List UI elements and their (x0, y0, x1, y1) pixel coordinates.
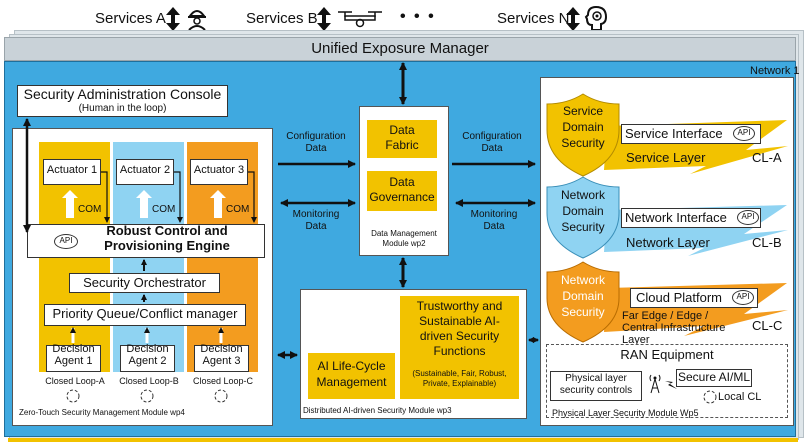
secure-ai-label: Secure AI/ML (677, 370, 751, 384)
lightning-icon (665, 381, 677, 389)
drone-icon (338, 11, 382, 28)
decision-agent-3 (194, 345, 249, 372)
cl-c-label: CL-C (752, 318, 783, 333)
decision-agent-1-label: Decision Agent 1 (52, 343, 95, 367)
service-interface-label: Service Interface (625, 126, 723, 141)
api-icon (733, 126, 755, 141)
network-area-stripe (8, 438, 798, 442)
com-arrow-3 (210, 190, 226, 218)
api-icon (732, 290, 754, 305)
actuator-1 (43, 159, 101, 185)
api-icon-label: API (741, 212, 755, 221)
network-interface-label: Network Interface (625, 210, 727, 225)
monitoring-data-left: Monitoring Data (292, 209, 340, 232)
com-label-3: COM (226, 204, 250, 215)
infrastructure-layer-label: Far Edge / Edge / Central Infrastructure… (622, 310, 726, 346)
com-label-1: COM (78, 204, 102, 215)
api-icon-label: API (737, 128, 751, 137)
com-arrow-2 (136, 190, 152, 218)
loop-icon-a (66, 389, 80, 403)
api-icon-label: API (59, 236, 73, 245)
security-orchestrator (69, 273, 220, 293)
decision-agent-2 (120, 345, 175, 372)
security-orchestrator-label: Security Orchestrator (83, 275, 206, 290)
distributed-module-label: Distributed AI-driven Security Module wp… (303, 406, 452, 415)
ai-lifecycle-label: AI Life-Cycle Management (316, 359, 387, 389)
decision-agent-3-label: Decision Agent 3 (200, 343, 243, 367)
loop-icon-c (214, 389, 228, 403)
services-b-label: Services B (246, 10, 318, 27)
cl-b-label: CL-B (752, 235, 782, 250)
phy-controls-box (550, 371, 642, 401)
trustworthy-title: Trustworthy and Sustainable AI-driven Se… (416, 299, 503, 358)
shield-service (546, 93, 620, 177)
trustworthy-subtitle: (Sustainable, Fair, Robust, Private, Exp… (412, 369, 507, 388)
exposure-manager-title: Unified Exposure Manager (311, 40, 489, 57)
data-management-module-label: Data Management Module wp2 (371, 229, 437, 248)
bidirectional-arrow-icon (566, 7, 580, 31)
priority-queue-label: Priority Queue/Conflict manager (52, 306, 238, 321)
admin-console-subtitle: (Human in the loop) (78, 103, 167, 114)
worker-icon (188, 10, 206, 30)
api-icon (737, 210, 759, 225)
actuator-3-label: Actuator 3 (193, 164, 245, 176)
secure-ai-box (676, 369, 752, 387)
closed-loop-a-label: Closed Loop-A (45, 376, 105, 386)
services-n-label: Services N (497, 10, 570, 27)
phy-module-label: Physical Layer Security Module Wp5 (552, 408, 699, 418)
ai-head-icon (584, 5, 608, 31)
actuator-3 (190, 159, 248, 185)
monitoring-data-right: Monitoring Data (470, 209, 518, 232)
actuator-1-label: Actuator 1 (46, 164, 98, 176)
decision-agent-1 (46, 345, 101, 372)
decision-agent-2-label: Decision Agent 2 (126, 343, 169, 367)
com-arrow-1 (62, 190, 78, 218)
actuator-2-label: Actuator 2 (119, 164, 171, 176)
shield-infra-label: Network Domain Security (560, 273, 605, 319)
api-icon-label: API (736, 292, 750, 301)
admin-console-title: Security Administration Console (23, 86, 222, 102)
data-governance (367, 171, 437, 211)
com-label-2: COM (152, 204, 176, 215)
network-interface-box (621, 208, 761, 228)
data-governance-label: Data Governance (369, 175, 435, 204)
bidirectional-arrow-icon (166, 7, 180, 31)
config-data-left: Configuration Data (286, 131, 346, 154)
ai-lifecycle-box (308, 353, 395, 399)
services-a-label: Services A (95, 10, 166, 27)
phy-controls-label: Physical layer security controls (559, 373, 633, 396)
config-data-right: Configuration Data (462, 131, 522, 154)
api-icon (54, 234, 78, 249)
exposure-manager-banner (4, 37, 796, 61)
data-fabric (367, 120, 437, 158)
shield-network (546, 176, 620, 259)
actuator-2 (116, 159, 174, 185)
closed-loop-b-label: Closed Loop-B (119, 376, 179, 386)
admin-console (17, 85, 228, 117)
shield-infra (546, 261, 620, 343)
control-engine-label: Robust Control and Provisioning Engine (104, 223, 230, 253)
local-cl-label: Local CL (718, 391, 762, 403)
antenna-icon (649, 374, 661, 394)
shield-network-label: Network Domain Security (560, 188, 605, 234)
bidirectional-arrow-icon (317, 7, 331, 31)
priority-queue (44, 304, 246, 326)
cloud-platform-label: Cloud Platform (636, 290, 722, 305)
services-dots: • • • (400, 8, 436, 25)
data-fabric-label: Data Fabric (385, 123, 419, 152)
closed-loop-c-label: Closed Loop-C (192, 376, 254, 386)
service-layer-label: Service Layer (626, 150, 706, 165)
network-layer-label: Network Layer (626, 235, 710, 250)
loop-icon-b (140, 389, 154, 403)
zero-touch-module-label: Zero-Touch Security Management Module wp… (19, 408, 185, 417)
service-interface-box (621, 124, 761, 144)
loop-icon-local (703, 390, 717, 404)
shield-service-label: Service Domain Security (561, 104, 605, 150)
cl-a-label: CL-A (752, 150, 782, 165)
network-label: Network 1 (750, 65, 800, 77)
ran-equipment-title: RAN Equipment (620, 347, 714, 362)
trustworthy-box (400, 296, 519, 399)
cloud-platform-box (630, 288, 758, 308)
